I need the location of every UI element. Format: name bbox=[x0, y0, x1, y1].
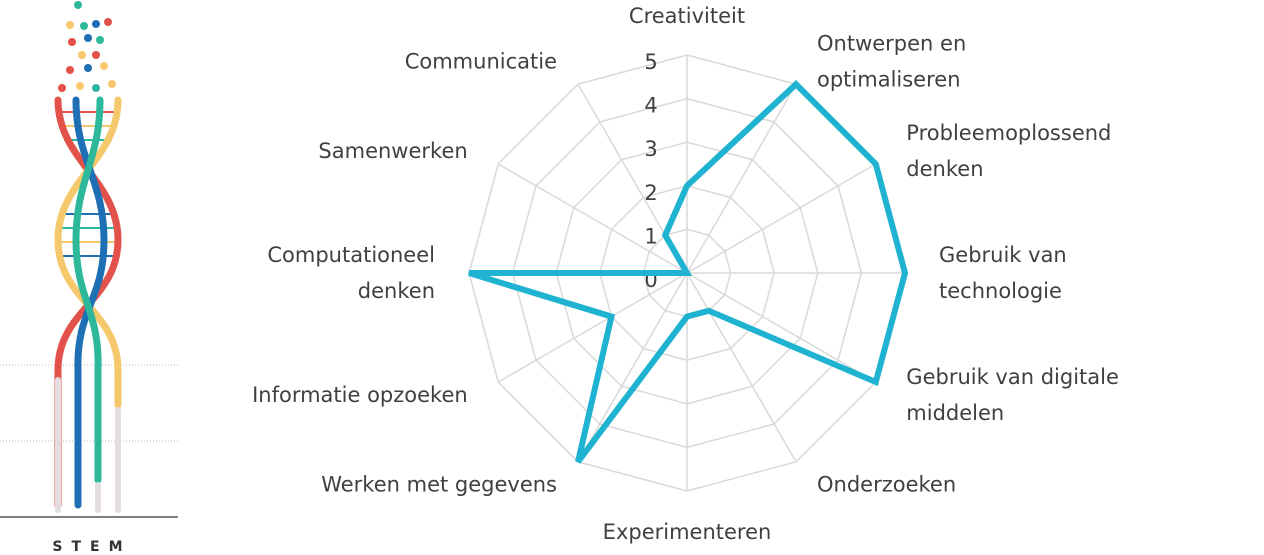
category-label: Informatie opzoeken bbox=[252, 383, 468, 407]
category-label: Communicatie bbox=[405, 50, 557, 74]
radar-spoke bbox=[497, 163, 688, 274]
category-label: Samenwerken bbox=[318, 139, 467, 163]
radar-series bbox=[468, 80, 909, 464]
tick-label: 5 bbox=[644, 50, 657, 74]
radar-spoke bbox=[686, 272, 797, 463]
category-label: Experimenteren bbox=[603, 520, 772, 544]
category-label: Creativiteit bbox=[629, 4, 745, 28]
tick-label: 2 bbox=[644, 181, 657, 205]
dna-helix-icon bbox=[0, 1, 178, 518]
tick-label: 1 bbox=[644, 224, 657, 248]
category-label: Werken met gegevens bbox=[321, 472, 557, 496]
radar-spoke bbox=[686, 163, 877, 274]
radar-spoke bbox=[577, 272, 688, 463]
logo-text: STEM bbox=[52, 539, 131, 555]
stem-logo: STEM bbox=[0, 1, 178, 555]
category-label: Onderzoeken bbox=[817, 472, 956, 496]
radar-spoke bbox=[686, 272, 877, 383]
radar-spoke bbox=[686, 83, 797, 274]
tick-label: 4 bbox=[644, 94, 657, 118]
radar-spoke bbox=[497, 272, 688, 383]
tick-label: 3 bbox=[644, 137, 657, 161]
